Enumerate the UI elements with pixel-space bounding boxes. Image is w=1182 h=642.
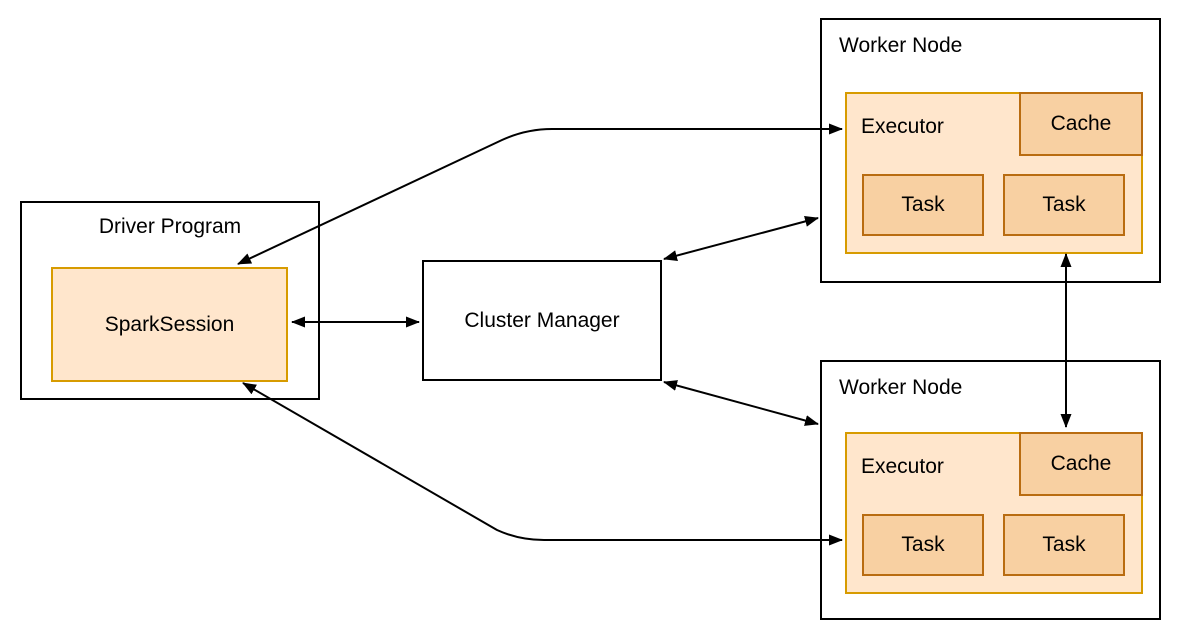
worker-node-top-title: Worker Node xyxy=(839,34,963,57)
task-bottom-2-label: Task xyxy=(1042,533,1086,557)
task-bottom-1-node: Task xyxy=(862,514,984,576)
task-top-2-node: Task xyxy=(1003,174,1125,236)
executor-bottom-label: Executor xyxy=(861,455,944,478)
arrow-sparksession-executor-top xyxy=(237,123,843,265)
cache-bottom-label: Cache xyxy=(1050,452,1112,476)
arrow-clustermanager-workernode-bottom xyxy=(663,380,819,426)
worker-node-top: Worker Node Executor Cache Task Task xyxy=(820,18,1161,283)
worker-node-bottom: Worker Node Executor Cache Task Task xyxy=(820,360,1161,620)
driver-program-node: Driver Program SparkSession xyxy=(20,201,320,400)
spark-session-node: SparkSession xyxy=(51,267,288,382)
task-top-1-label: Task xyxy=(901,193,945,217)
arrow-sparksession-executor-bottom xyxy=(242,382,843,546)
executor-top-label: Executor xyxy=(861,115,944,138)
task-top-2-label: Task xyxy=(1042,193,1086,217)
cache-top-node: Cache xyxy=(1019,92,1143,156)
executor-top-node: Executor Cache Task Task xyxy=(845,92,1143,254)
task-bottom-2-node: Task xyxy=(1003,514,1125,576)
cluster-manager-label: Cluster Manager xyxy=(464,308,620,332)
executor-bottom-node: Executor Cache Task Task xyxy=(845,432,1143,594)
cache-bottom-node: Cache xyxy=(1019,432,1143,496)
spark-session-label: SparkSession xyxy=(104,312,235,336)
driver-program-title: Driver Program xyxy=(98,215,242,238)
task-top-1-node: Task xyxy=(862,174,984,236)
cache-top-label: Cache xyxy=(1050,112,1112,136)
worker-node-bottom-title: Worker Node xyxy=(839,376,963,399)
task-bottom-1-label: Task xyxy=(901,533,945,557)
cluster-manager-node: Cluster Manager xyxy=(422,260,662,381)
arrow-clustermanager-workernode-top xyxy=(663,216,819,261)
